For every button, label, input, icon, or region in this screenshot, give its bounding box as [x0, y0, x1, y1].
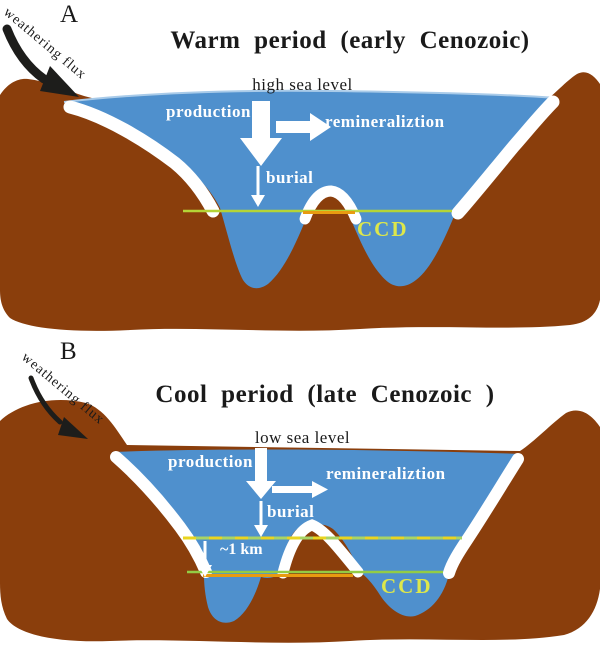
panel-a-title: Warm period (early Cenozoic)	[170, 27, 530, 54]
weathering-arrow-a	[2, 24, 49, 84]
panel-b-sediment-seamount	[277, 519, 364, 579]
remineralization-label-a: remineraliztion	[325, 112, 445, 131]
panel-b-ocean	[112, 449, 522, 623]
production-arrow-a	[240, 101, 282, 166]
panel-a-canvas	[0, 24, 600, 331]
production-arrow-b	[246, 448, 276, 499]
panel-a-sea-surface	[63, 89, 558, 103]
ccd-label-b: CCD	[381, 574, 433, 598]
high-sea-level-label: high sea level	[252, 75, 353, 94]
burial-arrow-b	[254, 501, 268, 537]
weathering-arrow-b	[28, 375, 63, 425]
ccd-label-a: CCD	[357, 217, 409, 241]
remineralization-label-b: remineraliztion	[326, 464, 446, 483]
production-label-b: production	[168, 452, 253, 471]
panel-b-title: Cool period (late Cenozoic )	[155, 381, 495, 408]
panel-b-sediment-right	[443, 453, 524, 579]
burial-label-b: burial	[267, 502, 315, 521]
panel-b-label: B	[60, 338, 77, 365]
remineralization-arrow-b	[272, 481, 328, 498]
panel-a-sediment-seamount	[299, 185, 362, 225]
low-sea-level-label: low sea level	[254, 428, 351, 447]
burial-label-a: burial	[266, 168, 314, 187]
panel-b-sediment-left	[110, 451, 212, 578]
weathering-arrowhead-b	[58, 417, 88, 439]
panel-a-ocean	[64, 90, 557, 289]
panel-a-sediment-right	[451, 95, 560, 220]
remineralization-arrow-a	[276, 113, 331, 141]
burial-arrow-a	[251, 166, 265, 207]
panel-b-canvas	[0, 375, 600, 643]
panel-a-sediment-left	[63, 100, 220, 218]
production-label-a: production	[166, 102, 251, 121]
panel-a-label: A	[60, 1, 79, 28]
weathering-arrowhead-a	[40, 66, 79, 97]
ccd-drop-arrow-b	[198, 541, 212, 577]
ccd-drop-label: ~1 km	[220, 541, 263, 558]
